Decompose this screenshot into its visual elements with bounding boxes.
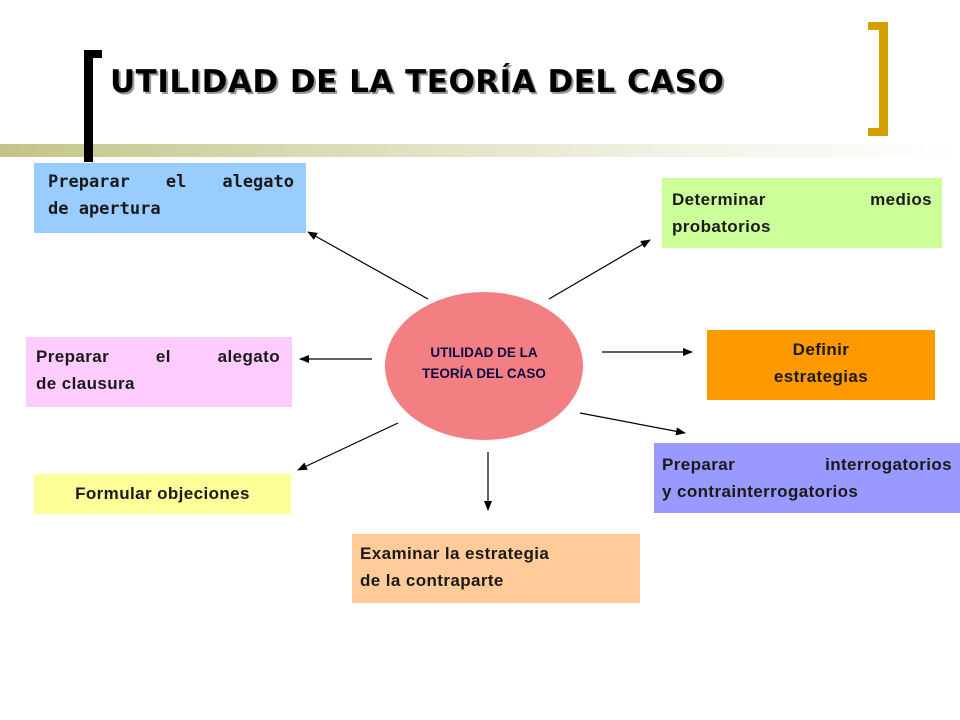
box-definir-estrategias: Definir estrategias — [707, 330, 935, 400]
right-bracket-bottom — [868, 128, 888, 136]
box-apertura-line2: de apertura — [48, 199, 161, 219]
box-estrategias-line2: estrategias — [773, 367, 869, 386]
arrow-to-objeciones — [297, 422, 399, 471]
box-contraparte-line1: Examinar la estrategia — [360, 544, 550, 563]
right-bracket — [879, 22, 888, 136]
box-interrogatorios-line1: Preparar interrogatorios — [662, 455, 952, 474]
box-clausura-line1: Preparar el alegato — [36, 347, 280, 366]
arrow-to-interrogatorios — [579, 412, 686, 436]
box-contraparte-line2: de la contraparte — [360, 571, 504, 590]
box-alegato-clausura: Preparar el alegato de clausura — [26, 337, 292, 407]
center-label-line2: TEORÍA DEL CASO — [422, 366, 546, 381]
arrow-to-apertura — [307, 231, 429, 300]
box-apertura-line1: Preparar el alegato — [48, 172, 294, 192]
center-label: UTILIDAD DE LA TEORÍA DEL CASO — [385, 342, 583, 384]
box-objeciones-line1: Formular objeciones — [75, 484, 250, 503]
center-label-line1: UTILIDAD DE LA — [430, 345, 538, 360]
box-estrategia-contraparte: Examinar la estrategia de la contraparte — [352, 534, 640, 603]
left-bracket-top — [84, 50, 102, 58]
box-interrogatorios-line2: y contrainterrogatorios — [662, 482, 859, 501]
arrow-to-medios — [548, 239, 651, 300]
box-medios-line2: probatorios — [672, 217, 771, 236]
box-interrogatorios: Preparar interrogatorios y contrainterro… — [654, 443, 960, 513]
box-estrategias-line1: Definir — [792, 340, 850, 359]
box-clausura-line2: de clausura — [36, 374, 135, 393]
title-underline-bar — [0, 144, 960, 157]
slide-title: UTILIDAD DE LA TEORÍA DEL CASO — [110, 64, 725, 100]
center-ellipse — [385, 292, 583, 440]
box-medios-line1: Determinar medios — [672, 190, 932, 209]
right-bracket-top — [868, 22, 888, 30]
box-formular-objeciones: Formular objeciones — [34, 474, 291, 514]
left-bracket — [84, 50, 93, 162]
box-alegato-apertura: Preparar el alegato de apertura — [34, 163, 306, 233]
box-medios-probatorios: Determinar medios probatorios — [662, 178, 942, 248]
